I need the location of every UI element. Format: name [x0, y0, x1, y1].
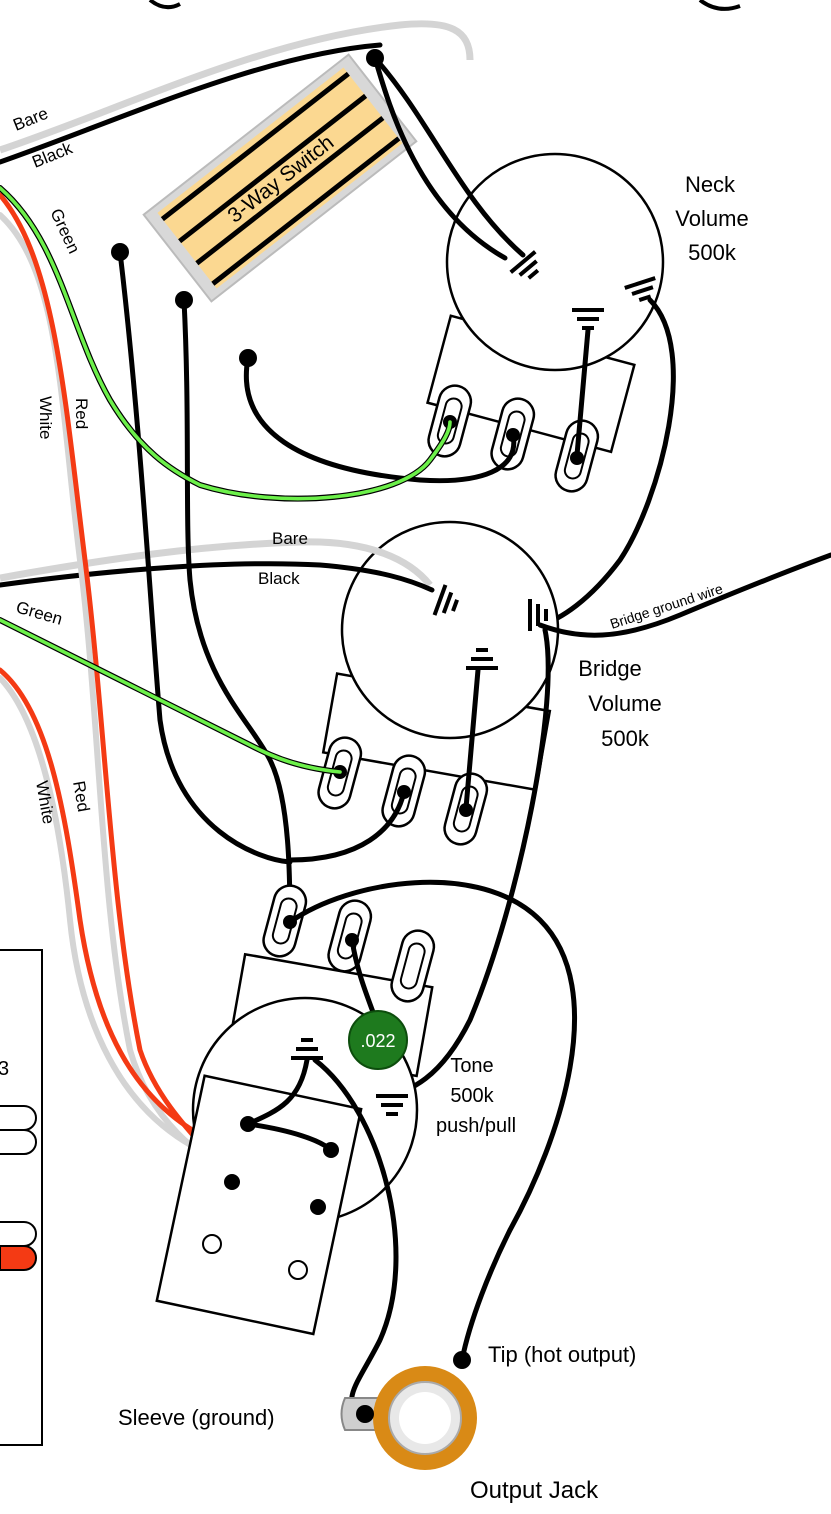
jack-sleeve-label: Sleeve (ground) — [118, 1405, 275, 1430]
bridge-ground-mark-1 — [432, 584, 459, 616]
tone-label-2: 500k — [450, 1085, 494, 1107]
wire-neck-to-bridge — [537, 297, 676, 628]
wire-switch-left1-down — [117, 249, 293, 865]
neck-label-1: Neck — [685, 172, 736, 197]
wire-switch-left2-down — [181, 297, 293, 928]
wire-switch-to-neck — [372, 55, 526, 258]
legend-box: 3 — [0, 949, 43, 1446]
cropped-title — [148, 0, 741, 11]
red-wire-top — [0, 192, 235, 1183]
label-red-mid: Red — [69, 779, 93, 813]
bare-wire-top — [0, 20, 474, 154]
green-wire-mid — [0, 618, 342, 774]
wire-neck-lug3-wiper — [574, 327, 591, 458]
bridge-ground-wire — [537, 552, 831, 638]
label-bare-top: Bare — [10, 104, 50, 135]
label-green-top: Green — [46, 206, 83, 257]
wire-bridge-to-tone — [382, 627, 551, 1101]
bridge-ground-mark-3 — [466, 648, 498, 670]
tone-label-1: Tone — [450, 1055, 493, 1077]
bridge-label-1: Bridge — [578, 656, 642, 681]
tone-ground-mark-2 — [376, 1094, 408, 1116]
green-wire-top — [0, 186, 452, 501]
tone-label-3: push/pull — [436, 1115, 516, 1137]
jack-tip-label: Tip (hot output) — [488, 1342, 636, 1367]
three-way-switch: 3-Way Switch — [142, 53, 418, 303]
neck-volume-pot — [426, 152, 665, 493]
capacitor-label: .022 — [360, 1031, 395, 1051]
neck-ground-mark-3 — [624, 276, 656, 302]
capacitor: .022 — [348, 1010, 408, 1070]
label-bare-mid: Bare — [272, 529, 308, 548]
neck-label-2: Volume — [675, 206, 748, 231]
label-red-top: Red — [72, 398, 91, 429]
jack-title: Output Jack — [470, 1477, 599, 1504]
wire-bridge-lug2-out — [287, 789, 407, 863]
wire-neck-return — [244, 355, 517, 484]
push-pull-switch — [155, 1074, 363, 1336]
tone-lug-3 — [390, 929, 436, 1003]
neck-label-3: 500k — [688, 240, 737, 265]
label-white-top: White — [36, 396, 55, 439]
black-wire-top — [0, 42, 383, 165]
wire-bridge-wiper — [463, 667, 481, 811]
output-jack — [340, 1351, 477, 1470]
label-green-mid: Green — [14, 598, 65, 629]
neck-ground-mark — [509, 250, 540, 280]
bridge-ground-mark-2 — [528, 599, 548, 631]
legend-partial-text: 3 — [0, 1058, 9, 1080]
bridge-label-2: Volume — [588, 691, 661, 716]
label-black-mid: Black — [258, 569, 300, 588]
bridge-label-3: 500k — [601, 726, 650, 751]
